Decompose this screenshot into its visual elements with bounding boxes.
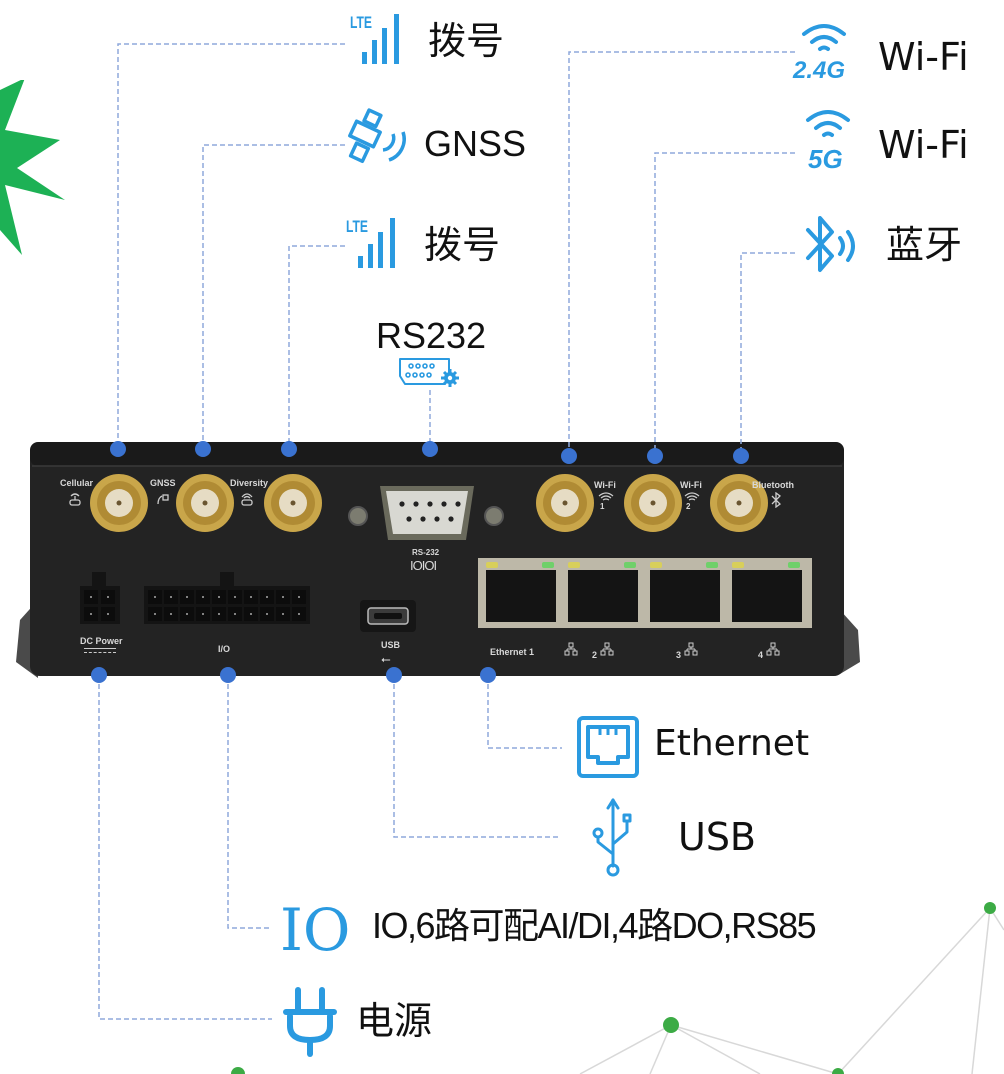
- device-label-rs232: RS-232: [412, 548, 440, 557]
- network-edge: [670, 1024, 761, 1074]
- device-ethernet1-icon: [564, 642, 578, 656]
- ethernet-port-2: [568, 562, 638, 622]
- rs232-screw-left: [348, 506, 368, 526]
- device-gnss-icon: [157, 494, 169, 505]
- network-edge: [837, 907, 991, 1074]
- device-label-dc-power: DC Power: [80, 636, 123, 646]
- device-label-ethernet2: 2: [592, 650, 598, 660]
- device-label-diversity: Diversity: [230, 478, 269, 488]
- wifi1-antenna-connector: [534, 472, 596, 534]
- rs232-db9-port: [380, 486, 474, 540]
- network-node: [984, 902, 996, 914]
- device-label-bluetooth: Bluetooth: [752, 480, 794, 490]
- wifi-band-5g: 5G: [808, 144, 843, 174]
- starburst-decoration: [0, 80, 65, 255]
- diversity-antenna-connector: [262, 472, 324, 534]
- satellite-icon: [345, 106, 415, 170]
- micro-usb-port: [360, 600, 416, 632]
- svg-text:LTE: LTE: [346, 217, 368, 236]
- power-plug-icon: [282, 986, 342, 1058]
- device-label-wifi2: Wi-Fi: [680, 480, 702, 490]
- io-icon-text: IO: [280, 898, 350, 958]
- network-node: [832, 1068, 844, 1074]
- ethernet-port-4: [732, 562, 802, 622]
- network-node: [663, 1017, 679, 1033]
- device-label-wifi1-num: 1: [600, 502, 605, 511]
- gnss-antenna-connector: [174, 472, 236, 534]
- wifi-band-24g: 2.4G: [792, 57, 845, 82]
- dc-symbol: [84, 648, 116, 649]
- network-edge: [579, 1024, 672, 1074]
- usb-icon: [590, 796, 640, 880]
- serial-port-gear-icon: [397, 356, 461, 390]
- io-terminal-block: [144, 572, 310, 624]
- network-edge: [971, 907, 991, 1074]
- device-label-io: I/O: [218, 644, 231, 654]
- io-icon: IO: [280, 898, 350, 958]
- device-ethernet3-icon: [684, 642, 698, 656]
- network-node: [231, 1067, 245, 1074]
- bluetooth-antenna-connector: [708, 472, 770, 534]
- device-ethernet2-icon: [600, 642, 614, 656]
- device-wifi2-icon: [684, 492, 700, 501]
- device-label-ethernet3: 3: [676, 650, 682, 660]
- device-label-ethernet4: 4: [758, 650, 764, 660]
- callout-label-wifi-24g: Wi-Fi: [878, 35, 969, 79]
- device-bluetooth-icon: [771, 492, 781, 508]
- lte-signal-icon: LTE: [344, 214, 406, 270]
- callout-label-ethernet: Ethernet: [654, 723, 810, 764]
- callout-label-rs232: RS232: [376, 315, 487, 356]
- device-diversity-icon: [241, 493, 253, 506]
- device-label-cellular: Cellular: [60, 478, 94, 488]
- svg-text:LTE: LTE: [350, 13, 372, 32]
- device-label-ethernet1: Ethernet 1: [490, 647, 535, 657]
- device-label-wifi2-num: 2: [686, 502, 691, 511]
- callout-label-bluetooth: 蓝牙: [886, 223, 963, 267]
- callout-label-gnss: GNSS: [424, 123, 527, 164]
- network-edge: [649, 1024, 672, 1074]
- callout-label-diversity: 拨号: [424, 223, 501, 267]
- device-label-wifi1: Wi-Fi: [594, 480, 616, 490]
- dc-power-terminal: [80, 572, 120, 624]
- ethernet-port-icon: [576, 715, 640, 779]
- lte-signal-icon: LTE: [348, 10, 410, 66]
- rs232-screw-right: [484, 506, 504, 526]
- callout-label-power: 电源: [356, 999, 433, 1043]
- network-edge: [670, 1024, 839, 1074]
- callout-label-wifi-5g: Wi-Fi: [878, 123, 969, 167]
- device-cellular-icon: [69, 493, 81, 506]
- wifi2-antenna-connector: [622, 472, 684, 534]
- bluetooth-icon: [804, 214, 864, 278]
- wifi-icon: 5G: [796, 104, 866, 174]
- device-usb-symbol: ⭠: [381, 652, 391, 666]
- cellular-antenna-connector: [88, 472, 150, 534]
- device-ethernet4-icon: [766, 642, 780, 656]
- callout-label-cellular: 拨号: [428, 19, 505, 63]
- callout-label-usb: USB: [678, 815, 757, 859]
- router-device: Cellular GNSS Diversity Wi-Fi 1 Wi-Fi 2 …: [8, 440, 864, 678]
- device-label-rs232-symbol: IOIOI: [410, 558, 437, 573]
- dc-symbol-dashed: [84, 652, 116, 653]
- device-wifi1-icon: [598, 492, 614, 501]
- ethernet-port-3: [650, 562, 720, 622]
- callout-label-io: IO,6路可配AI/DI,4路DO,RS85: [372, 905, 817, 946]
- device-label-usb: USB: [381, 640, 401, 650]
- device-label-gnss: GNSS: [150, 478, 176, 488]
- ethernet-port-1: [486, 562, 556, 622]
- wifi-icon: 2.4G: [792, 18, 862, 82]
- ethernet-port-block: [478, 558, 812, 628]
